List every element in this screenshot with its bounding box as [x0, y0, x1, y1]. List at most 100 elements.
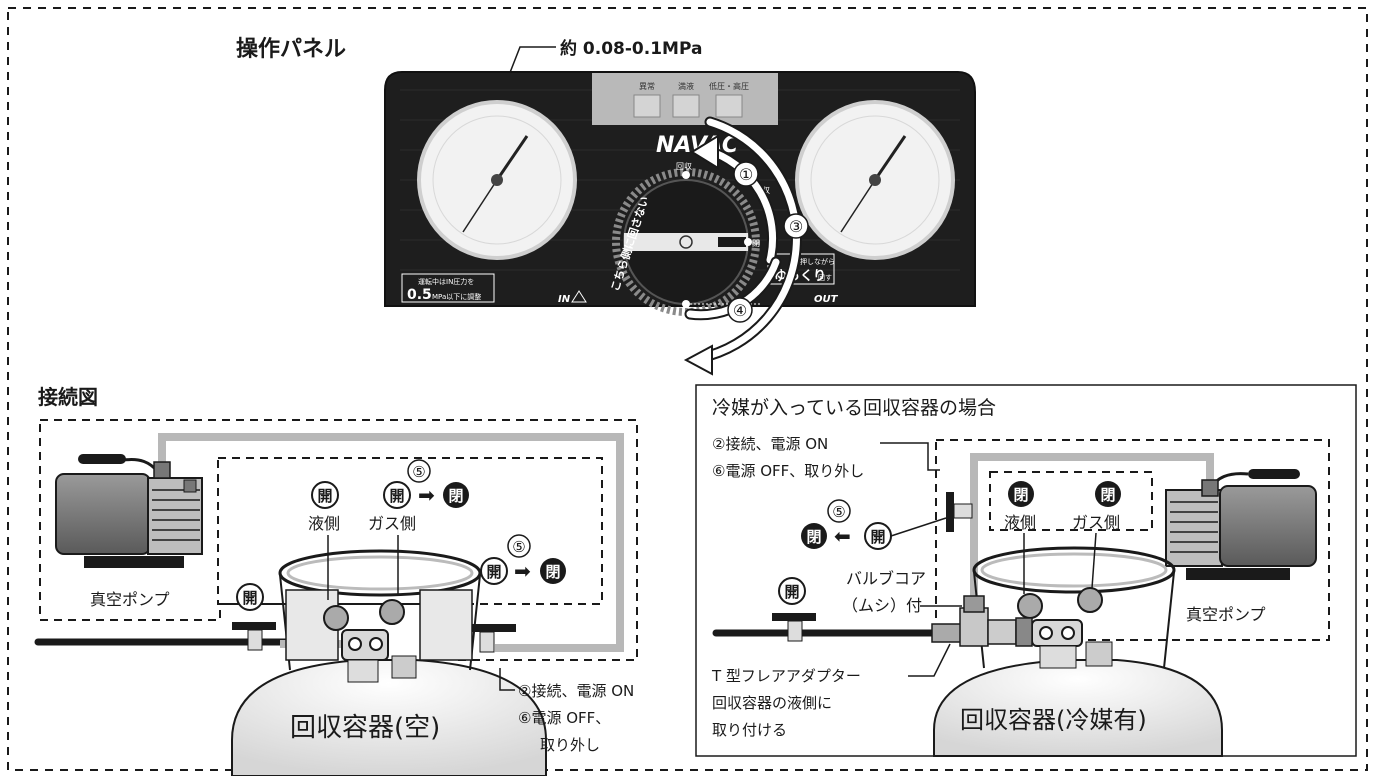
left-open-badge-main: 開 — [236, 583, 264, 611]
right-open-badge-main: 開 — [778, 577, 806, 605]
right-close-badge-hose: 閉 — [801, 523, 827, 549]
indicator-label-full: 満液 — [678, 81, 694, 91]
right-close-badge-liquid: 閉 — [1008, 481, 1034, 507]
indicator-label-pressure: 低圧・高圧 — [709, 81, 749, 91]
left-note-line2: ⑥電源 OFF、 — [518, 709, 610, 727]
right-gray-hose — [970, 453, 1214, 596]
indicator-lamp-error — [633, 94, 661, 118]
left-step5-gas: ⑤ — [407, 459, 431, 483]
rotate-hint-line3: 回す — [818, 274, 832, 282]
left-open-badge-gas: 開 — [383, 481, 411, 509]
svg-text:開: 開 — [317, 487, 332, 505]
left-arrow-gas: ➡ — [418, 483, 435, 507]
out-port-label: OUT — [814, 294, 839, 305]
left-recovery-cylinder — [231, 549, 547, 776]
rotate-hint-line1: 押しながら — [800, 257, 835, 266]
svg-text:⑤: ⑤ — [412, 463, 425, 481]
warning-value: 0.5 — [407, 287, 432, 303]
indicator-label-error: 異常 — [639, 82, 655, 91]
svg-text:④: ④ — [733, 301, 747, 320]
left-gray-hose — [158, 433, 624, 652]
warning-unit: MPa以下に調整 — [432, 292, 481, 301]
svg-text:⑤: ⑤ — [512, 538, 525, 556]
valve-core-label-2: （ムシ）付 — [842, 596, 922, 615]
svg-text:閉: 閉 — [1013, 486, 1028, 504]
warning-line1: 運転中はIN圧力を — [418, 277, 474, 286]
left-arrow-hose: ➡ — [514, 559, 531, 583]
svg-text:閉: 閉 — [806, 528, 821, 546]
left-step5-hose: ⑤ — [507, 534, 531, 558]
right-open-pointer — [890, 517, 947, 537]
right-note-line1: ②接続、電源 ON — [712, 435, 828, 453]
indicator-lamp-pressure — [715, 94, 743, 118]
svg-text:開: 開 — [870, 528, 885, 546]
svg-text:開: 開 — [389, 487, 404, 505]
knob-label-recover-top: 回収 — [676, 161, 692, 171]
outer-dashed-frame — [7, 7, 1368, 771]
svg-text:閉: 閉 — [1100, 486, 1115, 504]
right-gas-pointer — [1091, 532, 1097, 589]
left-close-badge-hose: 閉 — [540, 558, 566, 584]
adapter-label-1: T 型フレアアダプター — [711, 667, 861, 685]
in-pressure-warning: 運転中はIN圧力を 0.5 MPa以下に調整 — [401, 273, 495, 303]
left-valve-main[interactable] — [232, 622, 276, 651]
left-note-line1: ②接続、電源 ON — [518, 682, 634, 700]
operation-panel: 異常 満液 低圧・高圧 NAVAC — [384, 71, 976, 316]
left-liquid-side-label: 液側 — [308, 514, 340, 533]
left-note-leader — [499, 668, 515, 691]
right-vacuum-pump-label: 真空ポンプ — [1186, 605, 1266, 624]
left-vacuum-pump — [55, 454, 203, 568]
right-cylinder-label: 回収容器(冷媒有) — [960, 706, 1147, 734]
step-marker-4: ④ — [727, 297, 753, 323]
refrigerant-box-title: 冷媒が入っている回収容器の場合 — [712, 397, 996, 419]
indicator-lamp-full — [672, 94, 700, 118]
svg-text:開: 開 — [242, 589, 257, 607]
adapter-label-3: 取り付ける — [712, 721, 787, 739]
right-pump-dashed-box — [935, 439, 1330, 641]
left-open-badge-hose: 開 — [480, 557, 508, 585]
in-warning-icon — [571, 290, 587, 303]
left-cylinder-label: 回収容器(空) — [290, 713, 440, 743]
left-open-badge-liquid: 開 — [311, 481, 339, 509]
svg-text:③: ③ — [789, 217, 803, 236]
low-pressure-gauge — [417, 100, 577, 260]
right-note-leader — [880, 442, 940, 471]
right-valve-hose[interactable] — [946, 492, 973, 532]
high-pressure-gauge — [795, 100, 955, 260]
left-note-line3: 取り外し — [540, 736, 600, 754]
svg-text:開: 開 — [784, 583, 799, 601]
arrow-head-bottom — [683, 344, 713, 376]
left-close-badge-gas: 閉 — [443, 482, 469, 508]
adapter-label-2: 回収容器の液側に — [712, 694, 832, 712]
right-liquid-side-label: 液側 — [1004, 513, 1036, 532]
connection-section-title: 接続図 — [38, 385, 98, 409]
svg-text:閉: 閉 — [545, 563, 560, 581]
svg-text:開: 開 — [486, 563, 501, 581]
right-valve-main[interactable] — [772, 613, 816, 642]
right-open-badge-hose: 開 — [864, 522, 892, 550]
knob-label-purge: 閉 — [752, 239, 760, 248]
svg-text:閉: 閉 — [448, 487, 463, 505]
left-valve-hose[interactable] — [472, 624, 516, 653]
pressure-callout-label: 約 0.08-0.1MPa — [560, 38, 702, 59]
left-gas-side-label: ガス側 — [368, 514, 416, 533]
left-vacuum-pump-label: 真空ポンプ — [90, 590, 170, 609]
right-close-badge-gas: 閉 — [1095, 481, 1121, 507]
right-step5: ⑤ — [827, 499, 851, 523]
right-recovery-cylinder — [933, 546, 1223, 757]
step-marker-1: ① — [733, 161, 759, 187]
in-port-label: IN — [558, 294, 571, 305]
right-valves-dashed-box — [989, 471, 1153, 531]
t-flare-adapter — [931, 595, 1033, 647]
svg-text:⑤: ⑤ — [832, 503, 845, 521]
panel-section-title: 操作パネル — [236, 37, 346, 62]
right-note-line2: ⑥電源 OFF、取り外し — [712, 462, 864, 480]
right-gas-side-label: ガス側 — [1072, 513, 1120, 532]
right-vacuum-pump — [1165, 469, 1317, 580]
adapter-pointer — [908, 643, 951, 677]
step-marker-3: ③ — [783, 213, 809, 239]
arrow-head-top — [690, 134, 719, 170]
valves-dashed-box — [217, 457, 603, 605]
right-arrow-hose: ⬅ — [834, 524, 851, 548]
